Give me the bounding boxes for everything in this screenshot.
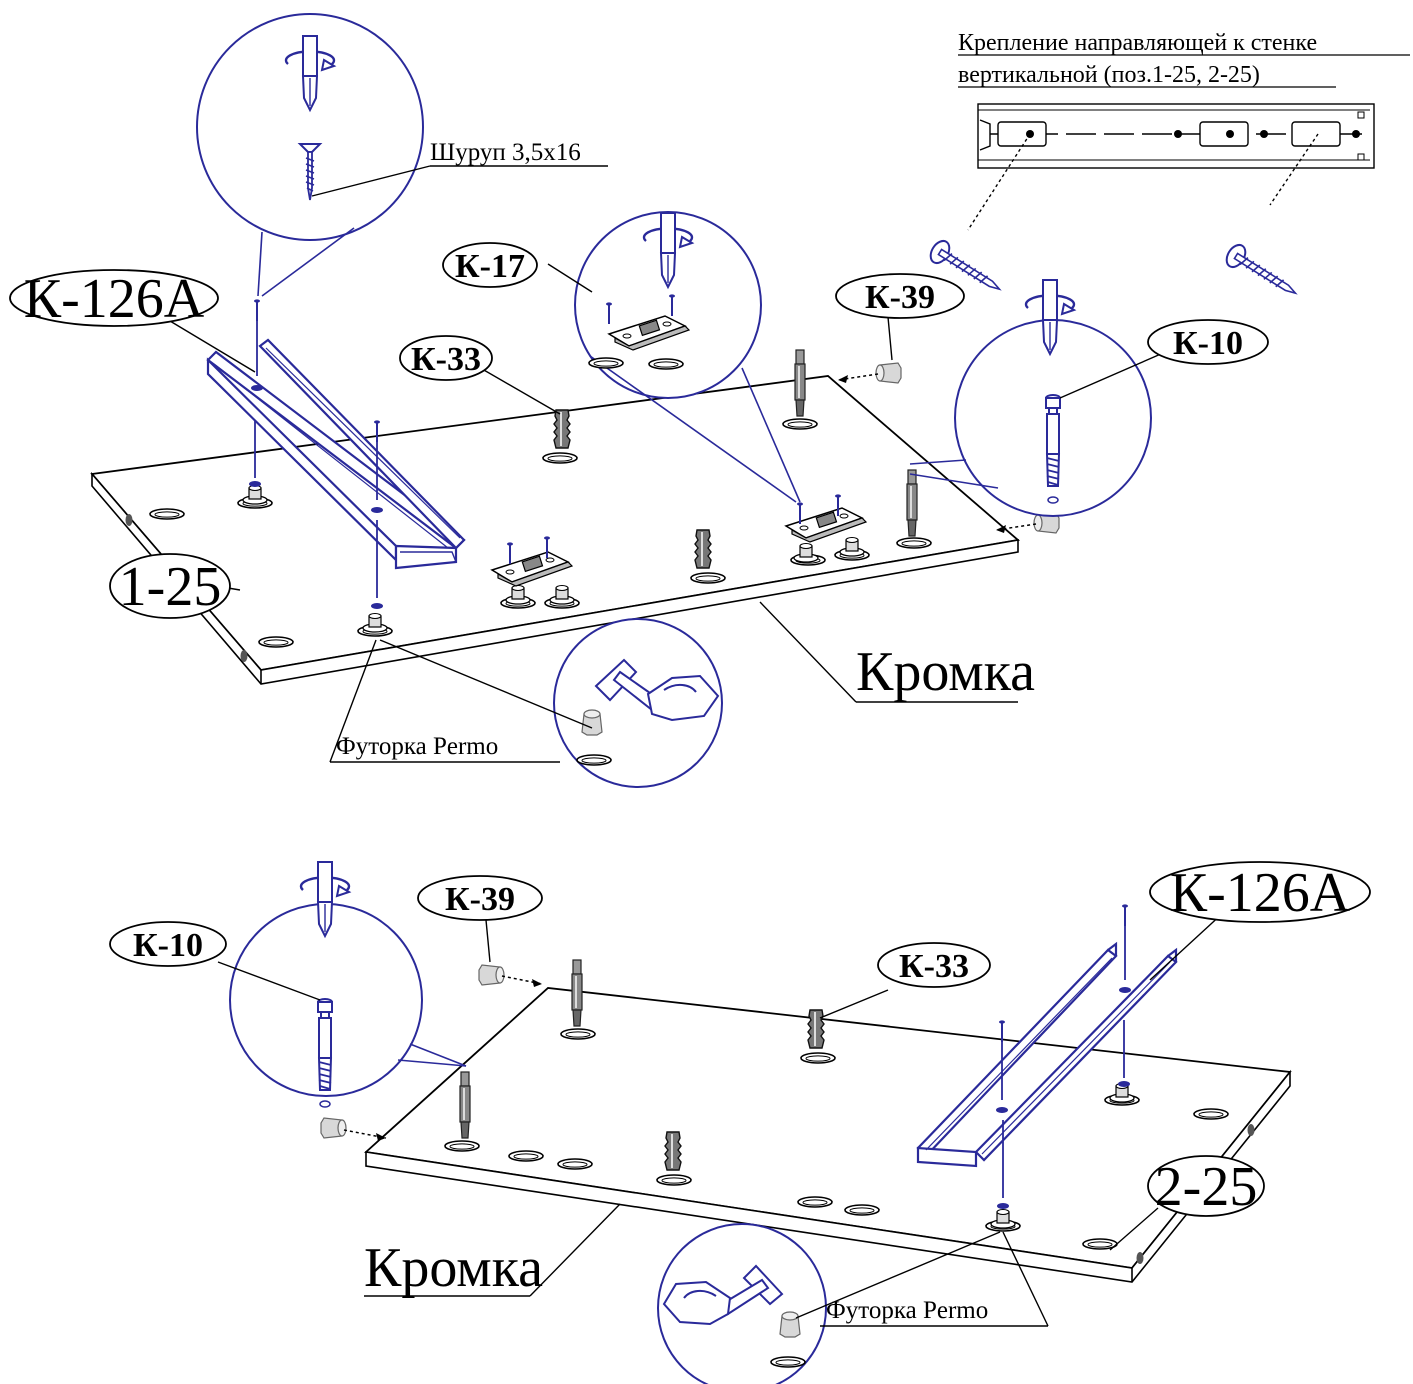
guide-note-line2: вертикальной (поз.1-25, 2-25) [958,62,1260,88]
dowel-icon [664,1131,682,1171]
insert-icon [581,709,603,736]
edge-label-top: Кромка [856,641,1035,703]
dowel-icon [694,529,712,569]
insert-icon [320,1117,347,1139]
screw-icon [929,239,1002,291]
tag-k17: К-17 [455,248,525,285]
tag-k33-bottom: К-33 [899,948,969,985]
rail-label-bottom: К-126А [1170,862,1351,924]
tag-k39-top: К-39 [865,279,935,316]
cam-bolt-icon [906,469,918,537]
guide-note-line1: Крепление направляющей к стенке [958,30,1317,56]
rail-k126a-bottom [916,941,1178,1168]
guide-note: Крепление направляющей к стенке вертикал… [929,30,1410,295]
cam-bolt-icon [459,1071,471,1139]
panel-label-2-25: 2-25 [1155,1156,1258,1218]
top-assembly: К-126А К-17 К-33 К-39 К-10 1-25 Шуруп 3,… [9,13,1269,788]
insert-label-top: Футорка Permo [336,733,498,760]
zoom-hammer [553,618,723,788]
cam-bolt-icon [571,959,583,1027]
hammer-icon [720,1264,784,1316]
tag-k33-top: К-33 [411,341,481,378]
hand-icon [662,1280,732,1326]
cam-bolt-icon [317,998,333,1108]
tag-k39-bottom: К-39 [445,881,515,918]
bottom-assembly: К-39 К-10 К-33 К-126А 2-25 Кромка Футорк… [109,860,1371,1384]
dowel-icon [553,409,571,449]
panel-label-1-25: 1-25 [119,556,222,618]
rail-k126a-top [206,338,466,570]
cam-bolt-icon [794,349,806,417]
cam-bolt-icon [1045,394,1061,504]
hand-icon [646,674,720,722]
screw-callout: Шуруп 3,5х16 [430,139,581,166]
tag-k10-bottom: К-10 [133,927,203,964]
zoom-screw [196,13,424,241]
insert-icon [478,964,505,986]
insert-label-bottom: Футорка Permo [826,1297,988,1324]
guide-rail-side [977,103,1375,169]
edge-label-bottom: Кромка [364,1237,543,1299]
dowel-icon [807,1009,825,1049]
screw-icon [1225,243,1298,295]
rail-label-top: К-126А [24,268,205,330]
insert-icon [779,1311,801,1338]
insert-icon [875,362,902,384]
tag-k10-top: К-10 [1173,325,1243,362]
